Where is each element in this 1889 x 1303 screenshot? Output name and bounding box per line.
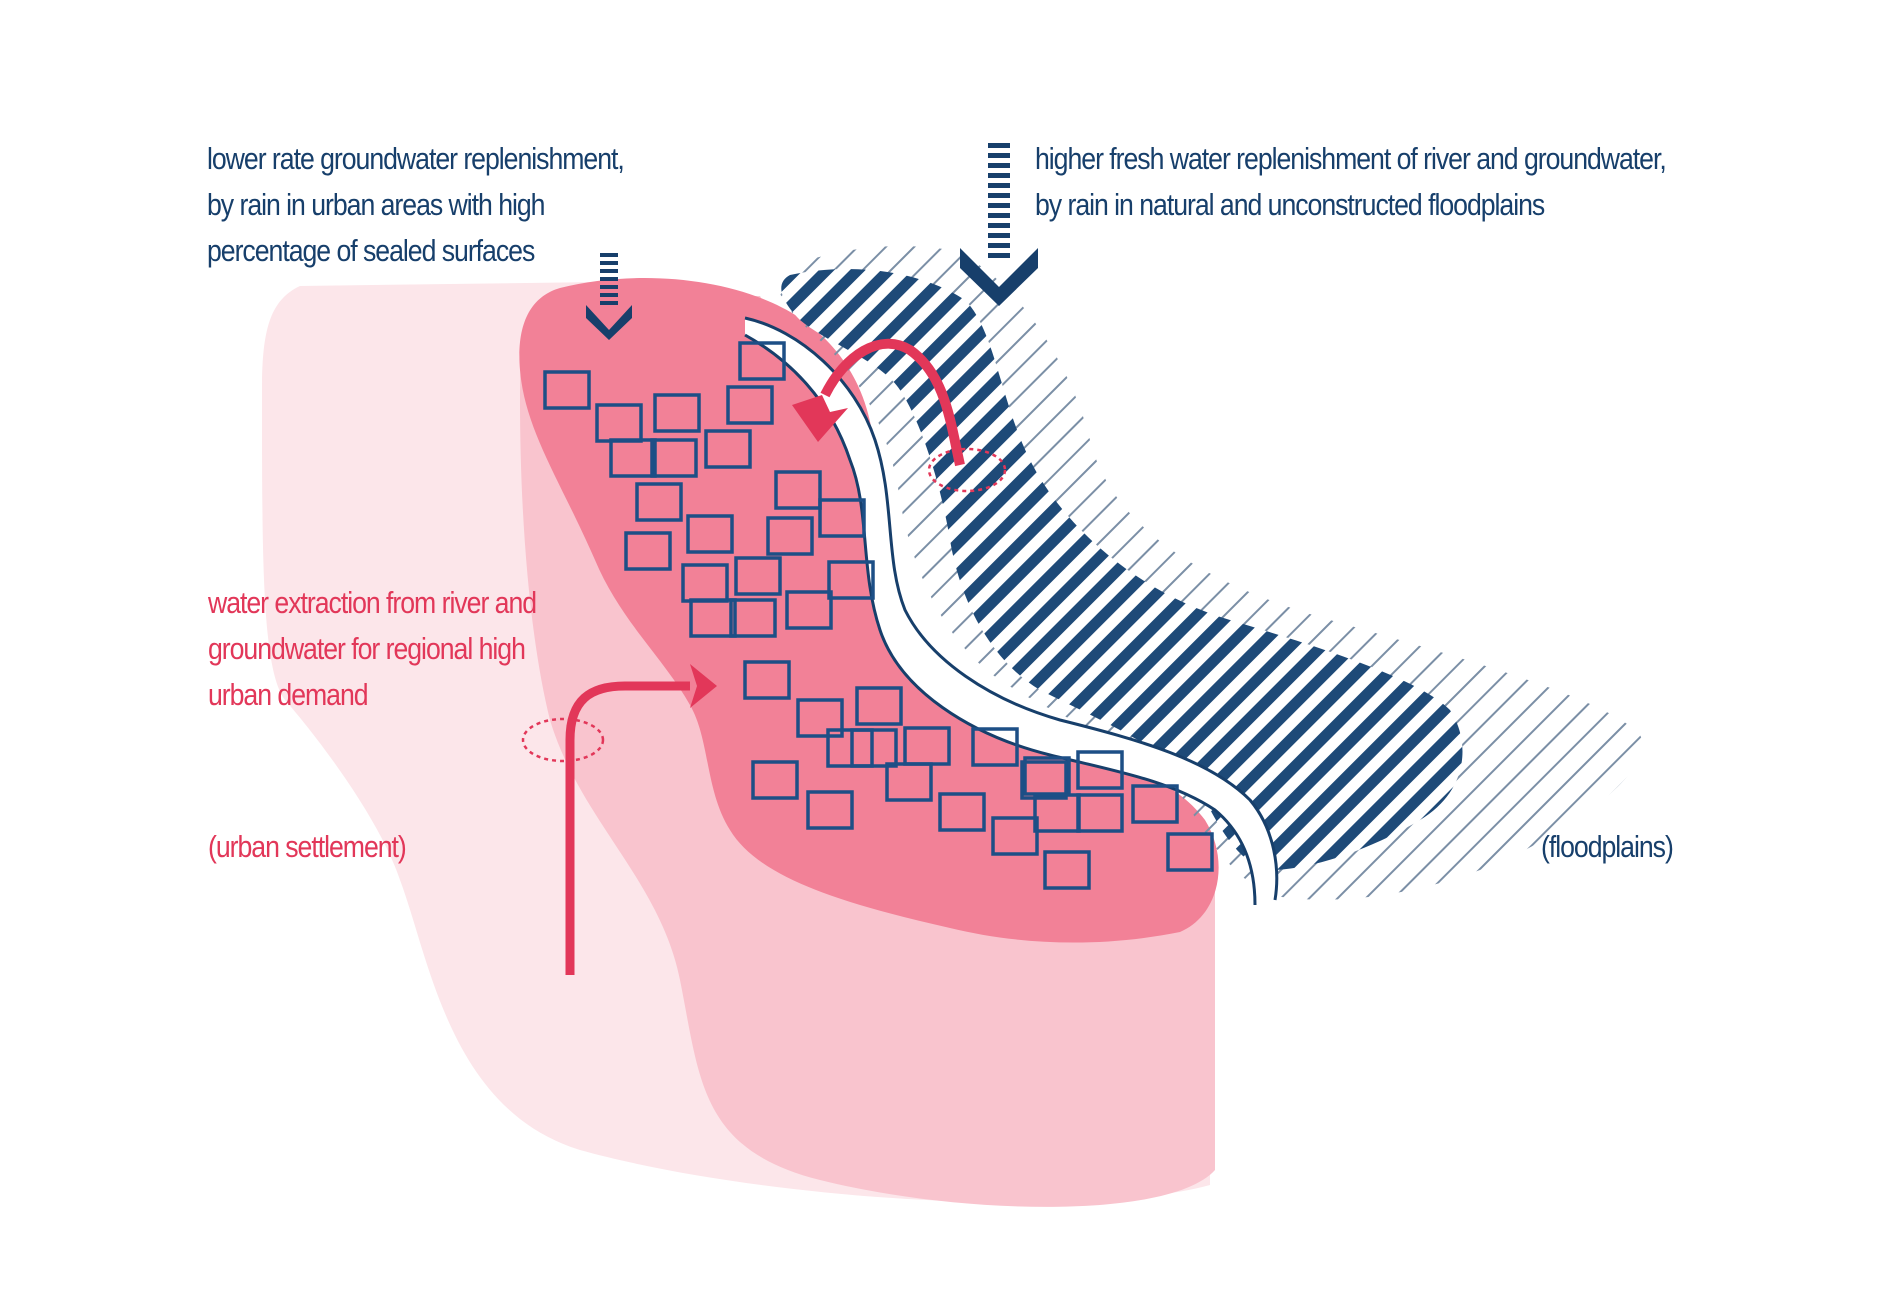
building: [689, 598, 737, 638]
building: [971, 727, 1019, 767]
urban-core-area: [519, 278, 1219, 943]
rain-arrow-large-icon: [960, 143, 1038, 306]
building: [818, 498, 866, 538]
higher-replenishment-label: higher fresh water replenishment of rive…: [1035, 136, 1667, 228]
building: [686, 514, 734, 554]
building: [1131, 784, 1179, 824]
building: [796, 698, 844, 738]
building: [650, 438, 698, 478]
building: [738, 341, 786, 381]
building: [766, 516, 814, 556]
building: [653, 393, 701, 433]
building: [806, 790, 854, 830]
infiltration-arrow-icon: [792, 338, 1007, 493]
water-extraction-label: water extraction from river and groundwa…: [208, 580, 537, 718]
building: [855, 686, 903, 726]
label-line: percentage of sealed surfaces: [207, 233, 535, 268]
label-line: groundwater for regional high: [208, 631, 526, 666]
building: [850, 728, 898, 768]
building: [826, 728, 874, 768]
building: [1076, 793, 1124, 833]
building: [938, 792, 986, 832]
lower-replenishment-label: lower rate groundwater replenishment, by…: [207, 136, 625, 274]
urban-settlement-label: (urban settlement): [208, 829, 407, 864]
building: [785, 590, 833, 630]
building: [543, 370, 591, 410]
extraction-arrow-icon: [521, 664, 717, 975]
building: [609, 438, 657, 478]
label-line: urban demand: [208, 677, 369, 712]
label-line: water extraction from river and: [208, 585, 537, 620]
river-channel: [745, 318, 1277, 905]
river-bank-left: [744, 316, 1279, 901]
label-line: by rain in urban areas with high: [207, 187, 546, 222]
label-line: lower rate groundwater replenishment,: [207, 141, 625, 176]
building: [743, 660, 791, 700]
building: [991, 816, 1039, 856]
floodplains-label: (floodplains): [1541, 829, 1674, 864]
river-bank-right: [744, 333, 1257, 906]
building: [1166, 832, 1214, 872]
building: [774, 470, 822, 510]
building: [729, 598, 777, 638]
label-line: by rain in natural and unconstructed flo…: [1035, 187, 1545, 222]
building: [635, 482, 683, 522]
rain-arrow-small-icon: [586, 253, 632, 340]
building: [827, 560, 875, 600]
building: [726, 385, 774, 425]
building: [751, 760, 799, 800]
building: [1076, 750, 1124, 790]
building: [624, 531, 672, 571]
building: [885, 762, 933, 802]
building: [704, 429, 752, 469]
label-line: higher fresh water replenishment of rive…: [1035, 141, 1667, 176]
building: [1043, 850, 1091, 890]
building: [1020, 760, 1068, 800]
urban-buildings: [543, 341, 1214, 890]
building: [734, 556, 782, 596]
